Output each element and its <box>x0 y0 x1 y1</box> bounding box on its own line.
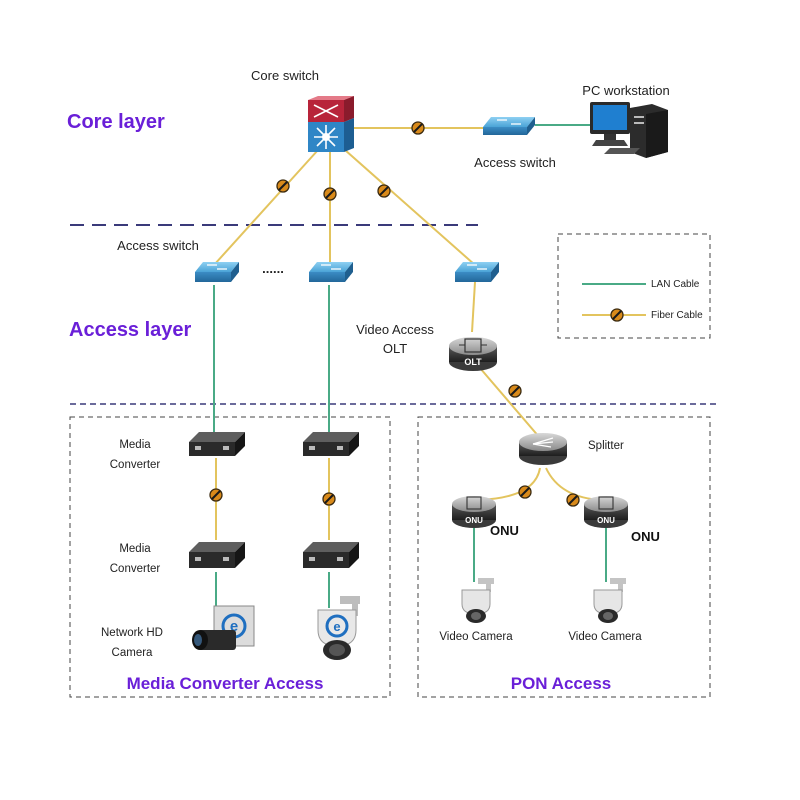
legend-box <box>557 233 711 339</box>
lan-cables <box>213 124 607 612</box>
media-converter-icon[interactable] <box>303 432 359 456</box>
core-switch-label: Core switch <box>251 68 319 83</box>
olt-label: OLT <box>383 341 407 356</box>
access-switch-icon[interactable] <box>483 117 535 135</box>
access-layer-heading: Access layer <box>69 319 192 341</box>
media-converter-1-label-line1: Media <box>119 439 151 451</box>
fiber-connectors <box>209 121 580 507</box>
media-converter-2-label-line2: Converter <box>110 563 161 575</box>
fiber-connector-icon <box>518 485 532 499</box>
media-converter-icon[interactable] <box>303 542 359 568</box>
fiber-core-left <box>213 149 319 266</box>
onu-icon[interactable]: ONU <box>452 496 496 528</box>
access-switch-left-label: Access switch <box>117 238 199 253</box>
legend-lan-label: LAN Cable <box>651 279 700 290</box>
media-converter-icon[interactable] <box>189 432 245 456</box>
splitter-label: Splitter <box>588 440 624 452</box>
video-access-label: Video Access <box>356 322 434 337</box>
access-switch-icon[interactable] <box>195 262 239 282</box>
ptz-camera-icon[interactable]: e <box>317 596 360 660</box>
network-hd-camera-icon[interactable]: e <box>192 605 255 650</box>
network-hd-camera-label-line2: Camera <box>112 647 154 659</box>
fiber-connector-icon <box>377 184 391 198</box>
access-switch-right-label: Access switch <box>474 155 556 170</box>
olt-badge-label: OLT <box>464 357 482 367</box>
core-layer-heading: Core layer <box>67 111 165 133</box>
svg-text:e: e <box>230 618 238 635</box>
video-camera-right-label: Video Camera <box>568 631 642 643</box>
pon-section-title: PON Access <box>511 674 611 693</box>
pc-workstation-icon[interactable] <box>590 102 668 158</box>
video-camera-left-label: Video Camera <box>439 631 513 643</box>
layer-separators <box>70 224 718 405</box>
fiber-switch-olt <box>471 281 476 333</box>
core-switch-icon[interactable] <box>308 96 354 152</box>
onu-badge-label: ONU <box>465 516 483 525</box>
svg-text:e: e <box>333 619 340 634</box>
onu-right-label: ONU <box>631 529 660 544</box>
fiber-connector-icon <box>566 493 580 507</box>
fiber-olt-splitter <box>479 367 541 439</box>
media-converter-icon[interactable] <box>189 542 245 568</box>
olt-icon[interactable]: OLT <box>449 337 497 371</box>
legend-fiber-connector-icon <box>610 308 624 322</box>
pc-workstation-label: PC workstation <box>582 83 669 98</box>
fiber-connector-icon <box>323 187 337 201</box>
fiber-connector-icon <box>508 384 522 398</box>
ptz-camera-icon[interactable] <box>593 578 626 623</box>
access-switch-icon[interactable] <box>455 262 499 282</box>
media-converter-section-title: Media Converter Access <box>127 674 324 693</box>
onu-badge-label: ONU <box>597 516 615 525</box>
pon-section-box <box>417 416 711 698</box>
media-converter-section-box <box>69 416 391 698</box>
fiber-connector-icon <box>276 179 290 193</box>
onu-icon[interactable]: ONU <box>584 496 628 528</box>
media-converter-2-label-line1: Media <box>119 543 151 555</box>
media-converter-1-label-line2: Converter <box>110 459 161 471</box>
onu-left-label: ONU <box>490 523 519 538</box>
access-switch-icon[interactable] <box>309 262 353 282</box>
ellipsis-label: ...... <box>262 261 284 276</box>
splitter-icon[interactable] <box>519 433 567 465</box>
network-hd-camera-label-line1: Network HD <box>101 627 163 639</box>
ptz-camera-icon[interactable] <box>461 578 494 623</box>
fiber-core-right <box>344 149 476 266</box>
legend-fiber-label: Fiber Cable <box>651 310 703 321</box>
fiber-connector-icon <box>411 121 425 135</box>
fiber-connector-icon <box>209 488 223 502</box>
fiber-connector-icon <box>322 492 336 506</box>
